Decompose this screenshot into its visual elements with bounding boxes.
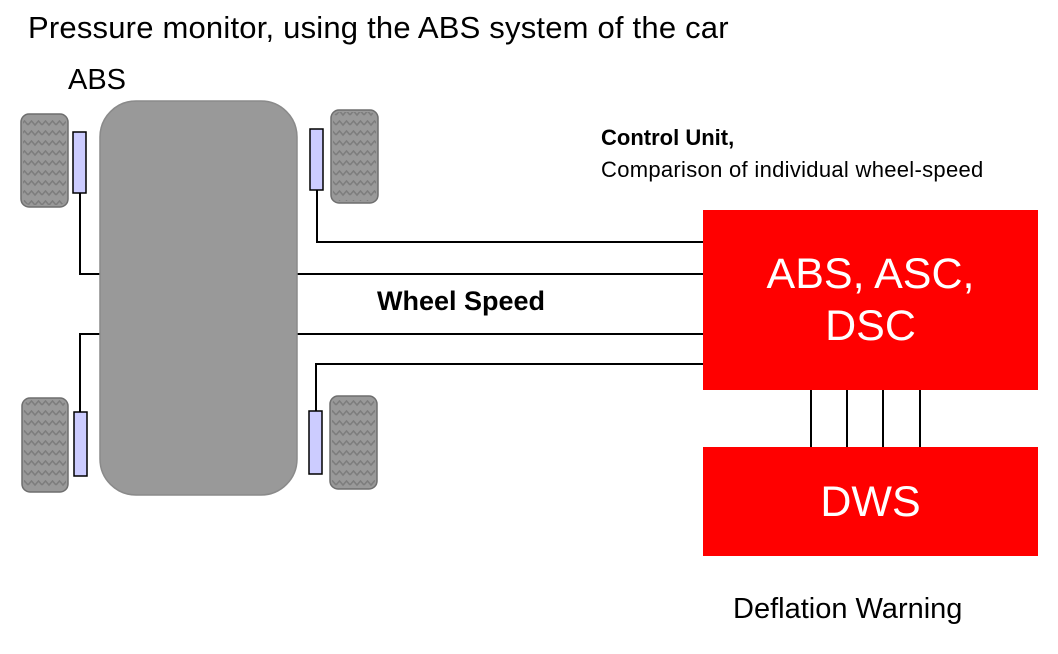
abs-asc-dsc-line1: ABS, ASC, (766, 250, 975, 298)
front-left-sensor-icon (72, 131, 87, 194)
abs-asc-dsc-line2: DSC (825, 302, 916, 350)
deflation-warning-label: Deflation Warning (733, 593, 963, 625)
wheel-speed-label: Wheel Speed (377, 286, 546, 316)
car-body (99, 100, 298, 496)
front-right-sensor-icon (309, 128, 324, 191)
dws-block: DWS (703, 447, 1038, 556)
dws-label: DWS (820, 477, 921, 526)
rear-left-tire-icon (21, 397, 69, 493)
abs-asc-dsc-block: ABS, ASC, DSC (703, 210, 1038, 390)
abs-label: ABS (68, 64, 127, 96)
rear-right-sensor-icon (308, 410, 323, 475)
control-unit-title: Control Unit, (601, 125, 735, 150)
unit-bus-lines (810, 390, 921, 447)
rear-left-sensor-icon (73, 411, 88, 477)
rear-right-tire-icon (329, 395, 378, 490)
front-left-tire-icon (20, 113, 69, 208)
wheel-speed-wiring (79, 189, 703, 412)
diagram-title: Pressure monitor, using the ABS system o… (28, 10, 729, 45)
control-unit-subtitle: Comparison of individual wheel-speed (601, 157, 984, 182)
front-right-tire-icon (330, 109, 379, 204)
